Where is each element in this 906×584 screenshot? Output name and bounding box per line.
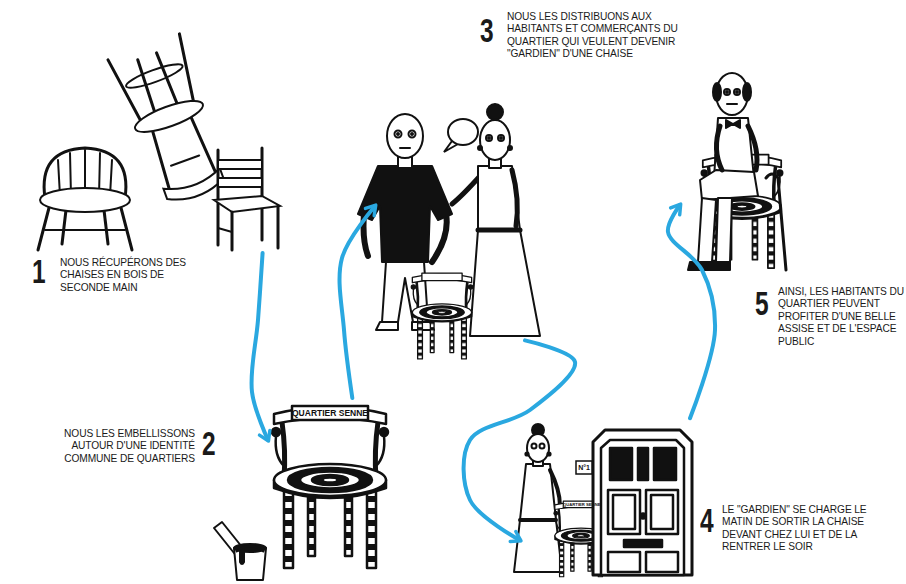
house-number: N°1 [576, 461, 592, 474]
step-group: 3NOUS LES DISTRIBUONS AUX HABITANTS ET C… [375, 110, 525, 350]
step-group: 2NOUS LES EMBELLISSONS AUTOUR D'UNE IDEN… [268, 398, 392, 576]
step-number: 1 [32, 254, 54, 288]
paint-tools [214, 522, 266, 580]
step-description: AINSI, LES HABITANTS DU QUARTIER PEUVENT… [778, 286, 906, 348]
step-number: 4 [700, 503, 722, 537]
step-description: NOUS RÉCUPÉRONS DES CHAISES EN BOIS DE S… [60, 257, 200, 294]
sign-text: QUARTIER SENNE [563, 501, 599, 508]
step-number: 5 [755, 286, 777, 320]
step-group: 1NOUS RÉCUPÉRONS DES CHAISES EN BOIS DE … [28, 38, 283, 253]
step-number: 3 [480, 13, 502, 47]
step-description: NOUS LES EMBELLISSONS AUTOUR D'UNE IDENT… [43, 428, 195, 465]
man-figure [358, 114, 452, 330]
step-number: 2 [202, 426, 224, 460]
seated-resident [688, 73, 786, 270]
decorated-chair [272, 406, 388, 568]
ladder-chair [214, 148, 280, 250]
sign-text: QUARTIER SENNE [292, 406, 368, 420]
front-door [593, 430, 692, 575]
small-chair [411, 273, 472, 359]
speech-bubble [444, 119, 478, 152]
step-description: NOUS LES DISTRIBUONS AUX HABITANTS ET CO… [507, 11, 687, 61]
step-group: 5AINSI, LES HABITANTS DU QUARTIER PEUVEN… [680, 75, 795, 275]
flow-arrow [340, 206, 375, 398]
house-number-plate [576, 461, 592, 474]
flow-arrow [251, 253, 268, 440]
step-group: 4LE "GARDIEN" SE CHARGE LE MATIN DE SORT… [520, 410, 690, 575]
flow-arrow [464, 340, 576, 540]
windsor-chair [38, 148, 132, 250]
step-description: LE "GARDIEN" SE CHARGE LE MATIN DE SORTI… [722, 504, 872, 554]
flow-arrow [668, 205, 715, 418]
guardian-figure [514, 424, 562, 572]
tumbling-chair [108, 34, 234, 209]
